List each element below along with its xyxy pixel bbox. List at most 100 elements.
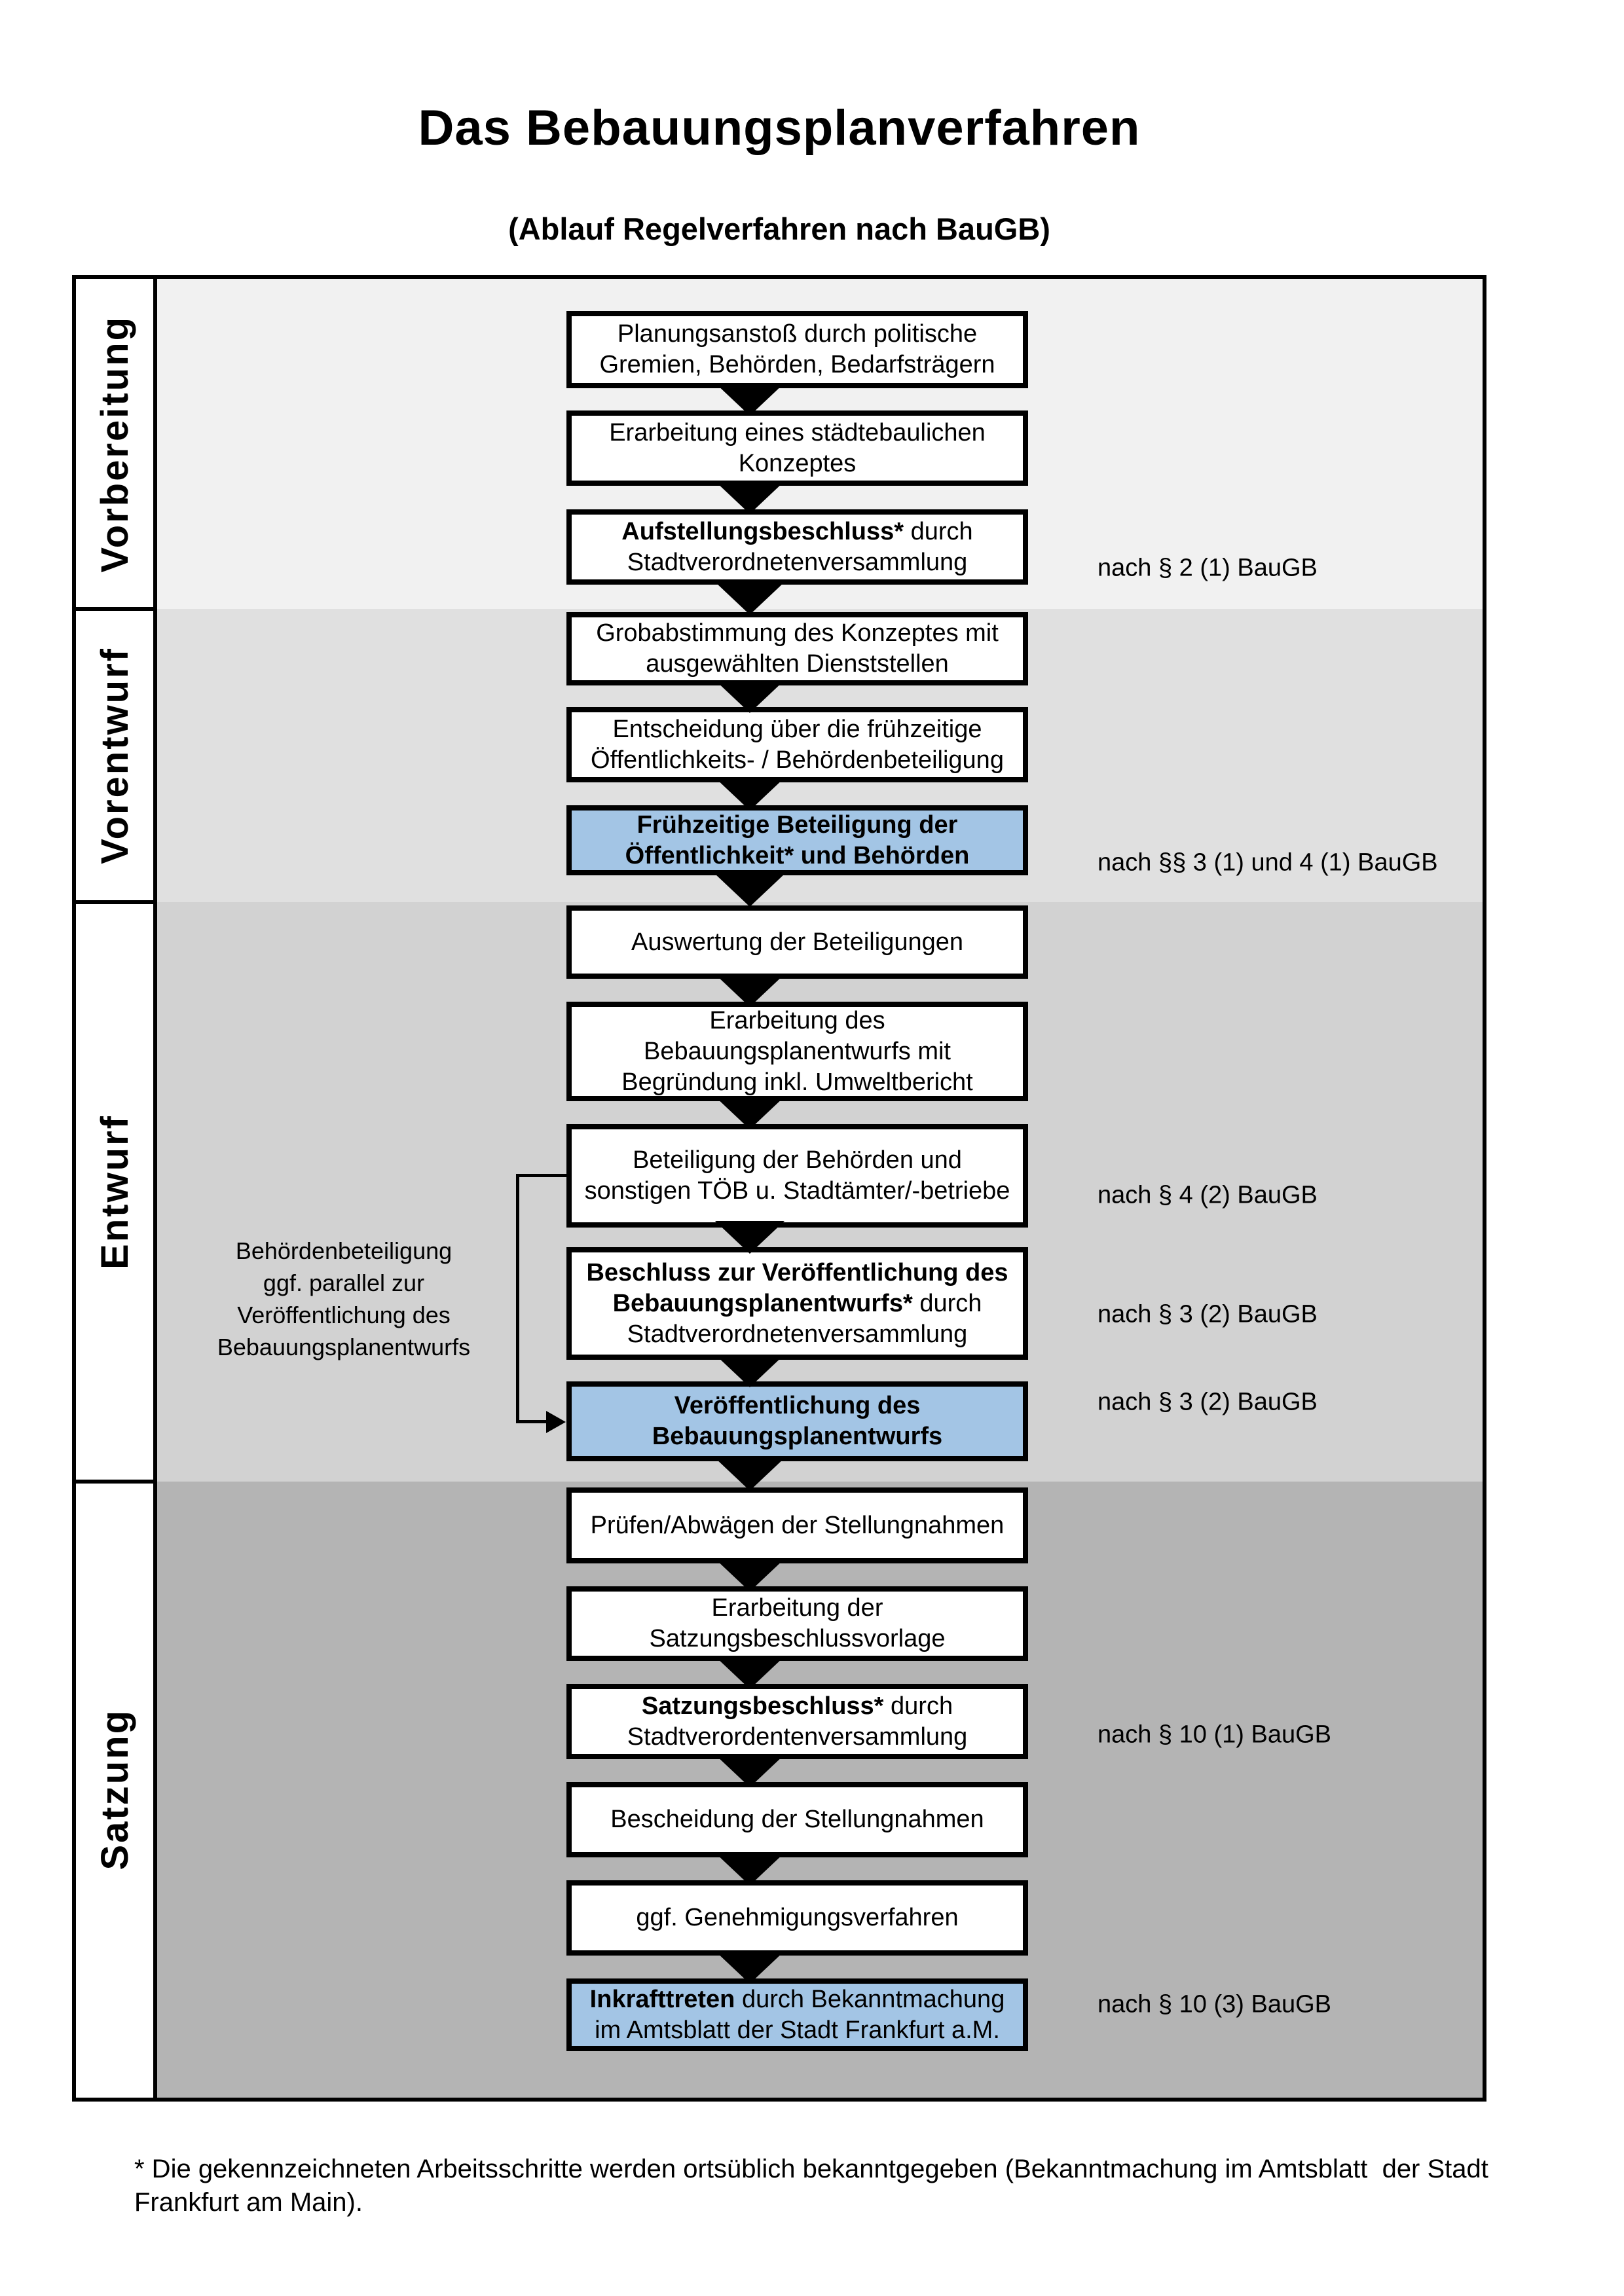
sidebar-section-label-satzung: Satzung bbox=[93, 1709, 136, 1870]
flow-box-text: ggf. Genehmigungsverfahren bbox=[636, 1904, 959, 1931]
flow-box-text: Stadtverordnetenversammlung bbox=[627, 1320, 968, 1348]
flow-box-line: Beteiligung der Behörden und bbox=[572, 1145, 1023, 1176]
flow-box-text: Begründung inkl. Umweltbericht bbox=[621, 1068, 973, 1096]
sidebar-section-entwurf: Entwurf bbox=[76, 902, 153, 1482]
arrow-down-icon bbox=[715, 680, 784, 713]
flow-box-text: durch bbox=[912, 1289, 982, 1317]
flow-box-line: Stadtverordnetenversammlung bbox=[572, 547, 1023, 578]
legal-reference: nach § 10 (1) BauGB bbox=[1098, 1721, 1331, 1749]
sidebar-divider-line bbox=[153, 279, 157, 2098]
flow-box-text: Inkrafttreten bbox=[589, 1985, 735, 2013]
flow-box-line: Erarbeitung eines städtebaulichen bbox=[572, 418, 1023, 448]
flow-box-text: Prüfen/Abwägen der Stellungnahmen bbox=[590, 1511, 1005, 1539]
arrow-down-icon bbox=[715, 1754, 784, 1787]
sidebar-section-label-entwurf: Entwurf bbox=[93, 1114, 136, 1269]
flow-box-text: Konzeptes bbox=[738, 449, 857, 477]
flow-box-line: Prüfen/Abwägen der Stellungnahmen bbox=[572, 1510, 1023, 1541]
flow-box-text: Frühzeitige Beteiligung der bbox=[637, 811, 958, 839]
legal-reference: nach § 4 (2) BauGB bbox=[1098, 1181, 1318, 1209]
flow-box-text: Stadtverordentenversammlung bbox=[627, 1722, 968, 1751]
sidebar-section-satzung: Satzung bbox=[76, 1482, 153, 2098]
flow-box-text: durch bbox=[883, 1692, 953, 1720]
sidebar-section-vorbereitung: Vorbereitung bbox=[76, 279, 153, 609]
flow-box-line: Bebauungsplanentwurfs mit bbox=[572, 1036, 1023, 1067]
flow-box-line: Satzungsbeschlussvorlage bbox=[572, 1624, 1023, 1654]
sidebar-section-label-vorentwurf: Vorentwurf bbox=[93, 647, 136, 864]
arrow-down-icon bbox=[715, 974, 784, 1007]
arrow-down-icon bbox=[715, 1458, 784, 1491]
flow-box-text: Erarbeitung eines städtebaulichen bbox=[609, 418, 986, 446]
flow-box-line: Stadtverordentenversammlung bbox=[572, 1722, 1023, 1753]
arrow-down-icon bbox=[715, 1852, 784, 1886]
flow-box-15: Bescheidung der Stellungnahmen bbox=[566, 1782, 1028, 1857]
sidebar-section-divider bbox=[76, 1480, 157, 1484]
arrow-down-icon bbox=[715, 1354, 784, 1387]
flow-box-line: Bescheidung der Stellungnahmen bbox=[572, 1804, 1023, 1835]
flow-box-text: durch Bekanntmachung bbox=[735, 1985, 1005, 2013]
arrow-down-icon bbox=[715, 1656, 784, 1689]
legal-reference: nach § 10 (3) BauGB bbox=[1098, 1990, 1331, 2018]
flow-box-text: Grobabstimmung des Konzeptes mit bbox=[596, 619, 999, 647]
arrow-down-icon bbox=[715, 383, 784, 416]
flow-box-text: Erarbeitung der bbox=[711, 1594, 883, 1622]
bracket-top-line bbox=[516, 1174, 566, 1177]
arrow-down-icon bbox=[715, 481, 784, 514]
flow-box-text: Bebauungsplanentwurfs mit bbox=[644, 1037, 951, 1065]
side-note-line: Veröffentlichung des bbox=[237, 1302, 451, 1328]
flow-box-line: Beschluss zur Veröffentlichung des bbox=[572, 1258, 1023, 1288]
side-note-line: Bebauungsplanentwurfs bbox=[217, 1334, 471, 1360]
flow-box-12: Prüfen/Abwägen der Stellungnahmen bbox=[566, 1487, 1028, 1563]
flow-box-text: Gremien, Behörden, Bedarfsträgern bbox=[599, 351, 995, 378]
flow-box-7: Auswertung der Beteiligungen bbox=[566, 905, 1028, 979]
flow-box-text: Erarbeitung des bbox=[709, 1006, 885, 1034]
flow-box-text: Stadtverordnetenversammlung bbox=[627, 548, 968, 576]
flow-box-text: Satzungsbeschlussvorlage bbox=[649, 1625, 946, 1652]
arrow-down-icon bbox=[715, 1950, 784, 1984]
flow-box-line: Öffentlichkeit* und Behörden bbox=[572, 841, 1023, 871]
legal-reference: nach § 2 (1) BauGB bbox=[1098, 554, 1318, 582]
arrow-down-icon bbox=[715, 582, 784, 615]
flow-box-text: Auswertung der Beteiligungen bbox=[631, 928, 963, 956]
arrow-right-icon bbox=[546, 1411, 566, 1433]
flow-box-text: durch bbox=[904, 517, 973, 545]
sidebar-section-label-vorbereitung: Vorbereitung bbox=[93, 315, 136, 573]
flow-box-line: Entscheidung über die frühzeitige bbox=[572, 714, 1023, 745]
flow-box-text: Öffentlichkeit* und Behörden bbox=[625, 841, 970, 869]
arrow-down-icon bbox=[715, 1221, 784, 1254]
flow-box-line: Erarbeitung des bbox=[572, 1006, 1023, 1036]
flow-box-text: Bebauungsplanentwurfs bbox=[652, 1423, 943, 1450]
flow-box-line: ausgewählten Dienststellen bbox=[572, 649, 1023, 680]
flow-box-text: Bebauungsplanentwurfs* bbox=[612, 1289, 913, 1317]
flow-box-line: Begründung inkl. Umweltbericht bbox=[572, 1067, 1023, 1098]
flow-box-line: Erarbeitung der bbox=[572, 1593, 1023, 1624]
arrow-down-icon bbox=[715, 1096, 784, 1129]
flow-box-line: Gremien, Behörden, Bedarfsträgern bbox=[572, 350, 1023, 380]
flow-box-text: Satzungsbeschluss* bbox=[641, 1692, 884, 1720]
flow-box-line: Stadtverordnetenversammlung bbox=[572, 1319, 1023, 1350]
flow-box-text: Beschluss zur Veröffentlichung des bbox=[586, 1258, 1008, 1286]
flow-box-line: Planungsanstoß durch politische bbox=[572, 319, 1023, 350]
flow-box-line: Konzeptes bbox=[572, 448, 1023, 479]
sidebar-section-divider bbox=[76, 607, 157, 611]
flow-box-text: Beteiligung der Behörden und bbox=[633, 1146, 962, 1174]
side-note-line: ggf. parallel zur bbox=[263, 1269, 425, 1296]
flow-box-text: Öffentlichkeits- / Behördenbeteiligung bbox=[591, 746, 1004, 774]
bracket-bottom-line bbox=[516, 1420, 547, 1423]
flow-box-line: Bebauungsplanentwurfs* durch bbox=[572, 1288, 1023, 1319]
legal-reference: nach §§ 3 (1) und 4 (1) BauGB bbox=[1098, 848, 1438, 877]
legal-reference: nach § 3 (2) BauGB bbox=[1098, 1388, 1318, 1416]
footnote: * Die gekennzeichneten Arbeitsschritte w… bbox=[134, 2155, 1496, 2217]
